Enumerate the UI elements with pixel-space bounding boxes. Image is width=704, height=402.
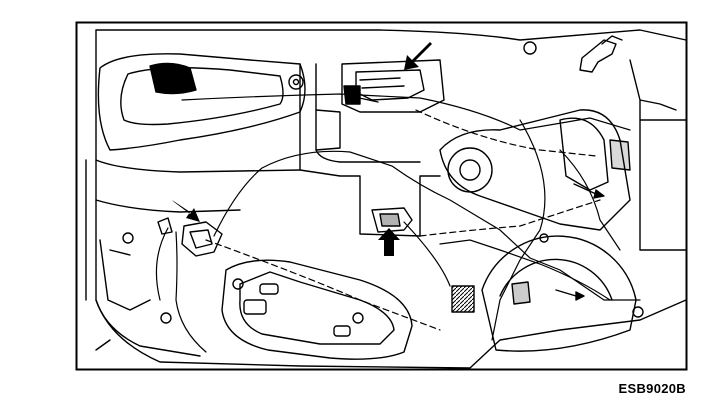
arrow-icon — [172, 200, 200, 222]
left-frame-rail — [85, 159, 301, 301]
wiring-harness — [213, 150, 641, 301]
window-regulator — [221, 259, 413, 360]
arrow-icon — [404, 42, 432, 70]
screw — [555, 289, 577, 297]
regulator-slot — [243, 299, 267, 315]
screw — [573, 183, 597, 195]
wiring-connector — [451, 285, 475, 313]
wiring-harness — [181, 93, 631, 131]
arrow-icon — [378, 228, 400, 256]
upper-left-recess-inner — [120, 67, 284, 126]
rod-clip — [181, 221, 223, 257]
control-rod — [205, 239, 441, 331]
speaker — [481, 235, 637, 352]
rod-clip — [371, 207, 413, 233]
bolt-hole — [523, 41, 537, 55]
connector-plug — [511, 281, 531, 305]
bolt-hole — [122, 232, 134, 244]
upper-left-recess — [97, 53, 306, 151]
control-rod — [419, 199, 601, 237]
figure-code: ESB9020B — [618, 381, 686, 396]
wiring-harness — [439, 239, 611, 301]
wiring-harness — [155, 227, 169, 301]
wiring-harness — [175, 231, 207, 353]
control-rod — [403, 221, 451, 287]
bolt-hole — [160, 312, 172, 324]
bolt-hole — [288, 74, 304, 90]
